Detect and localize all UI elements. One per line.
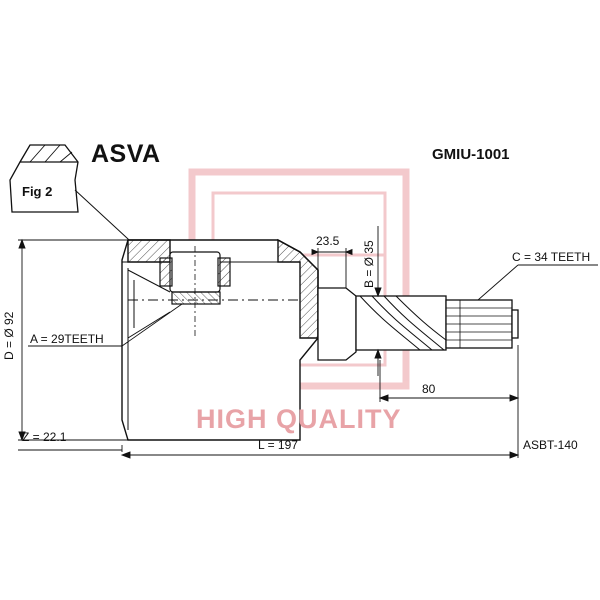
dimension-diameter-d: D = Ø 92 xyxy=(2,311,16,360)
figure-label: Fig 2 xyxy=(22,184,53,199)
boot-code: ASBT-140 xyxy=(523,438,578,452)
dimension-length-l: L = 197 xyxy=(258,438,298,452)
stub-shaft xyxy=(317,287,519,361)
dimension-shaft-length: 80 xyxy=(422,382,436,396)
brand-name: ASVA xyxy=(91,140,161,168)
housing-cone xyxy=(127,269,300,339)
dimension-angle-z: Z = 22.1 xyxy=(22,430,67,444)
dimension-lines xyxy=(18,226,598,459)
dimension-offset: 23.5 xyxy=(316,234,340,248)
dimension-diameter-b: B = Ø 35 xyxy=(362,240,376,288)
dimension-splines-a: A = 29TEETH xyxy=(30,332,104,346)
dimension-splines-c: C = 34 TEETH xyxy=(512,250,591,264)
part-number: GMIU-1001 xyxy=(432,146,510,163)
watermark-tagline: HIGH QUALITY xyxy=(196,404,402,434)
tripod-spider xyxy=(159,246,231,336)
